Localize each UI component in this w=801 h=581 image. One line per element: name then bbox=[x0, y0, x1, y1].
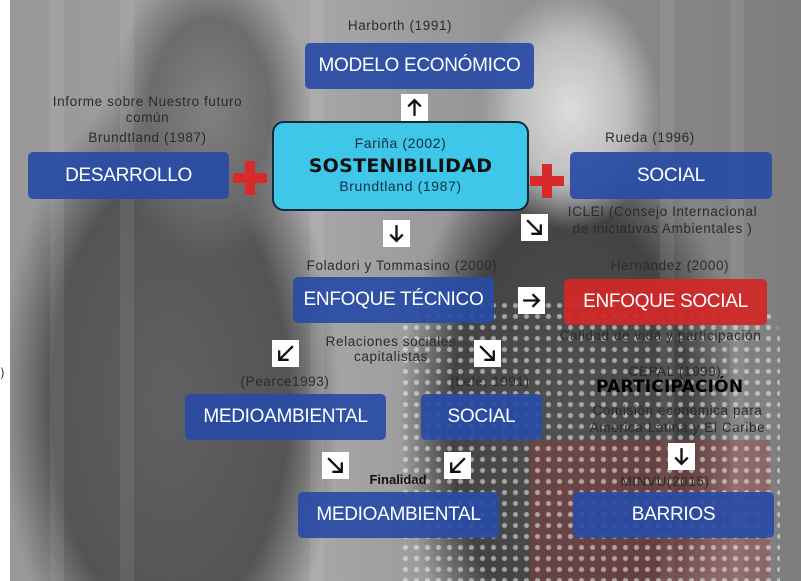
cepal-label: CEPAL (1999) bbox=[628, 364, 722, 379]
arrow-right-icon bbox=[518, 287, 545, 314]
arrow-down-right-icon-3 bbox=[322, 452, 349, 479]
arrow-down-left-icon-1 bbox=[272, 340, 299, 367]
left-source-line2: común bbox=[125, 110, 170, 125]
lele-label: (Lelé, 1991) bbox=[450, 374, 530, 389]
arrow-down-left-icon-2 bbox=[444, 452, 471, 479]
barrios-box: BARRIOS bbox=[573, 492, 774, 538]
desarrollo-box: DESARROLLO bbox=[28, 152, 229, 199]
plus-icon-right bbox=[530, 164, 564, 198]
arrow-up-icon bbox=[401, 94, 428, 121]
iclei-line2: de iniciativas Ambientales ) bbox=[572, 221, 753, 236]
harborth-label: Harborth (1991) bbox=[347, 18, 453, 33]
plus-icon-left bbox=[233, 161, 267, 195]
comision-line1: Comisión económica para bbox=[592, 403, 763, 418]
medioambiental-box-2: MEDIOAMBIENTAL bbox=[298, 492, 499, 538]
arrow-down-right-icon bbox=[521, 214, 548, 241]
arrow-down-icon-2 bbox=[668, 443, 695, 470]
central-top-label: Fariña (2002) bbox=[354, 135, 447, 151]
arrow-down-right-icon-2 bbox=[474, 340, 501, 367]
social-box-lower: SOCIAL bbox=[421, 394, 542, 440]
left-margin bbox=[0, 0, 10, 581]
participacion-heading: PARTICIPACIÓN bbox=[596, 377, 744, 397]
enfoque-tecnico-box: ENFOQUE TÉCNICO bbox=[293, 277, 494, 323]
relaciones-line1: Relaciones sociales bbox=[325, 334, 457, 349]
hernandez-label: Hernández (2000) bbox=[610, 258, 730, 273]
finalidad-label: Finalidad bbox=[369, 472, 427, 487]
central-title: SOSTENIBILIDAD bbox=[308, 155, 493, 177]
iclei-line1: ICLEI (Consejo Internacional bbox=[567, 204, 758, 219]
rueda-label: Rueda (1996) bbox=[605, 130, 695, 145]
sostenibilidad-box: Fariña (2002) SOSTENIBILIDAD Brundtland … bbox=[272, 121, 529, 211]
arrow-down-icon bbox=[383, 220, 410, 247]
foladori-label: Foladori y Tommasino (2000) bbox=[306, 258, 498, 273]
left-source-line3: Brundtland (1987) bbox=[88, 130, 207, 145]
edge-mark: ) bbox=[0, 366, 5, 380]
social-box-top: SOCIAL bbox=[570, 152, 772, 199]
relaciones-line2: capitalistas bbox=[354, 349, 428, 364]
pearce-label: (Pearce1993) bbox=[240, 374, 330, 389]
central-bottom-label: Brundtland (1987) bbox=[339, 178, 462, 194]
calidad-de-vida-label: Calidad de vida y participación bbox=[559, 328, 762, 343]
modelo-economico-box: MODELO ECONÓMICO bbox=[305, 43, 534, 89]
enfoque-social-box: ENFOQUE SOCIAL bbox=[564, 279, 767, 325]
left-source-line1: Informe sobre Nuestro futuro bbox=[52, 94, 243, 109]
minvu-label: MINVU(2015) bbox=[620, 474, 710, 489]
comision-line2: América Latina y El Caribe bbox=[589, 420, 766, 435]
medioambiental-box-1: MEDIOAMBIENTAL bbox=[185, 394, 386, 440]
